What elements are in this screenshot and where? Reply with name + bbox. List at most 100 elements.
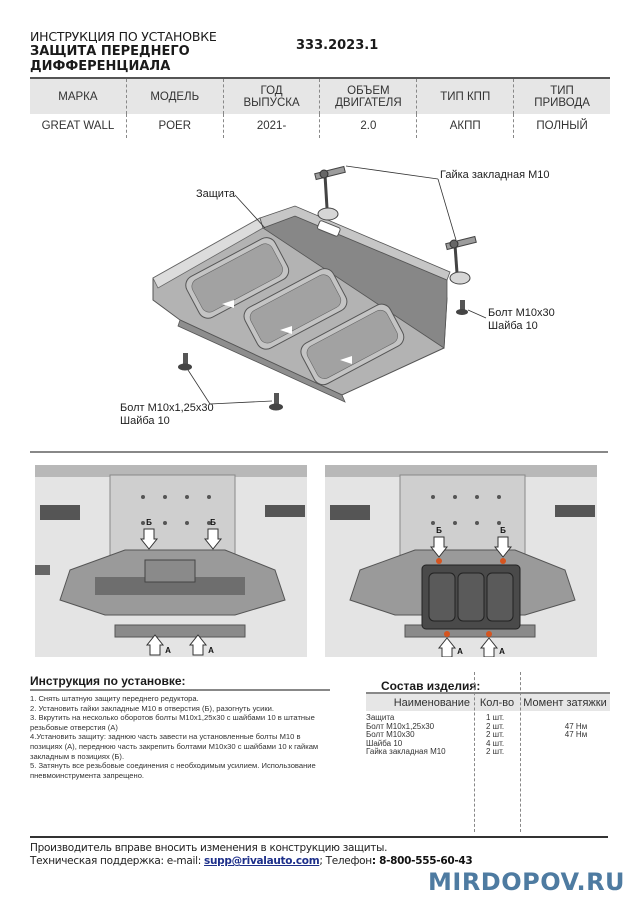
label-a-right: А xyxy=(208,646,214,655)
vehicle-underside-before xyxy=(35,465,307,657)
arrow-a-right xyxy=(479,637,499,657)
document-title-line1: ЗАЩИТА ПЕРЕДНЕГО xyxy=(30,44,190,59)
kit-item-name: Болт М10х30 xyxy=(366,730,415,740)
kit-divider xyxy=(366,692,610,694)
cell-gearbox: АКПП xyxy=(417,114,515,138)
header-drive-line1: ТИП xyxy=(550,84,574,97)
kit-item-name: Шайба 10 xyxy=(366,738,403,748)
shield-illustration xyxy=(152,165,487,411)
section-divider xyxy=(30,451,608,453)
shield-slot xyxy=(317,220,341,237)
label-a-left: А xyxy=(165,646,171,655)
header-year-line1: ГОД xyxy=(260,84,283,97)
instructions-divider xyxy=(30,689,330,691)
kit-header-name: Наименование xyxy=(393,696,470,709)
kit-column-divider xyxy=(520,672,521,832)
footer-divider xyxy=(30,836,608,838)
fastener-highlight xyxy=(486,631,492,637)
instruction-step: 1. Снять штатную защиту переднего редукт… xyxy=(30,694,199,703)
shield-front-flange xyxy=(177,319,346,403)
kit-item-torque xyxy=(546,740,606,749)
kit-header-torque: Момент затяжки xyxy=(523,696,607,709)
arrow-mark-1 xyxy=(222,300,234,308)
kit-item-qty: 2 шт. xyxy=(486,747,505,757)
header-model: МОДЕЛЬ xyxy=(127,79,224,114)
instruction-step: 5. Затянуть все резьбовые соединения с н… xyxy=(30,761,318,780)
kit-table-header: Наименование Кол-во Момент затяжки xyxy=(366,694,610,711)
kit-quantities: 1 шт. 2 шт. 2 шт. 4 шт. 2 шт. xyxy=(486,713,526,757)
callout-embedded-nut: Гайка закладная М10 xyxy=(440,169,550,181)
shield-pocket-1 xyxy=(185,237,290,319)
cell-year: 2021- xyxy=(224,114,321,138)
kit-header-qty: Кол-во xyxy=(479,696,515,709)
fastener-highlight xyxy=(436,558,442,564)
vehicle-underside-after xyxy=(325,465,597,657)
arrow-b-left xyxy=(139,528,159,550)
kit-item-name: Болт М10х1,25х30 xyxy=(366,721,435,731)
header-model-text: МОДЕЛЬ xyxy=(150,90,200,103)
instruction-step: 2. Установить гайки закладные М10 в отве… xyxy=(30,703,274,713)
bolt-rear xyxy=(456,300,468,315)
installed-shield xyxy=(421,564,521,630)
kit-item-name: Гайка закладная М10 xyxy=(366,747,446,757)
leader-bolt-front-2 xyxy=(209,400,273,405)
kit-item-torque: 47 Нм xyxy=(564,730,588,740)
callout-bolt-front: Болт М10х1,25х30 Шайба 10 xyxy=(120,402,214,428)
kit-table-body: Защита Болт М10х1,25х30 Болт М10х30 Шайб… xyxy=(366,713,610,764)
header-year-line2: ВЫПУСКА xyxy=(243,96,300,109)
header-gearbox-text: ТИП КПП xyxy=(440,90,491,103)
shield-rear-top xyxy=(259,205,451,281)
callout-bolt-rear-line2: Шайба 10 xyxy=(488,320,538,332)
leader-shield xyxy=(234,194,266,229)
callout-bolt-front-line1: Болт М10х1,25х30 xyxy=(120,402,214,414)
callout-bolt-rear: Болт М10х30 Шайба 10 xyxy=(488,307,555,333)
support-phone: : 8-800-555-60-43 xyxy=(371,855,473,867)
photo-after-installation: Б Б А А xyxy=(325,465,597,657)
leader-nut-2 xyxy=(437,178,457,241)
arrow-b-left xyxy=(429,536,449,558)
instructions-title: Инструкция по установке: xyxy=(30,674,186,688)
label-b-left: Б xyxy=(146,518,152,527)
footer-note: Производитель вправе вносить изменения в… xyxy=(30,842,388,854)
header-brand: МАРКА xyxy=(30,79,127,114)
shield-pocket-2 xyxy=(243,268,348,350)
callout-shield: Защита xyxy=(196,188,235,200)
label-a-right: А xyxy=(499,647,505,656)
fastener-highlight xyxy=(444,631,450,637)
arrow-mark-2 xyxy=(280,326,292,334)
arrow-b-right xyxy=(493,536,513,558)
bolt-front-1 xyxy=(178,353,192,371)
kit-column-divider xyxy=(474,672,475,832)
cell-model: POER xyxy=(127,114,224,138)
document-title-line2: ДИФФЕРЕНЦИАЛА xyxy=(30,59,171,74)
fastener-highlight xyxy=(500,558,506,564)
header-gearbox: ТИП КПП xyxy=(417,79,515,114)
support-email-link[interactable]: supp@rivalauto.com xyxy=(204,855,320,867)
label-b-left: Б xyxy=(436,526,442,535)
kit-item-qty: 2 шт. xyxy=(486,721,505,731)
kit-item-name: Защита xyxy=(366,713,395,722)
arrow-mark-3 xyxy=(340,356,352,364)
leader-bolt-rear xyxy=(467,309,487,319)
callout-bolt-rear-line1: Болт М10х30 xyxy=(488,307,555,319)
cell-drive: ПОЛНЫЙ xyxy=(536,120,588,132)
kit-item-torque: 47 Нм xyxy=(564,721,588,731)
label-b-right: Б xyxy=(500,526,506,535)
embedded-nut-2 xyxy=(445,235,477,285)
watermark: MIRDOPOV.RU xyxy=(428,868,626,896)
header-drive-line2: ПРИВОДА xyxy=(534,96,590,109)
cell-brand: GREAT WALL xyxy=(30,114,127,138)
kit-title: Состав изделия: xyxy=(381,679,481,693)
kit-torques: 47 Нм 47 Нм xyxy=(546,714,606,757)
arrow-a-left xyxy=(145,634,165,656)
footer-support: Техническая поддержка: e-mail: supp@riva… xyxy=(30,855,473,867)
instructions-list: 1. Снять штатную защиту переднего редукт… xyxy=(30,694,320,780)
leader-bolt-front-1 xyxy=(187,369,211,405)
cell-engine: 2.0 xyxy=(320,114,418,138)
kit-item-qty: 2 шт. xyxy=(486,730,505,740)
